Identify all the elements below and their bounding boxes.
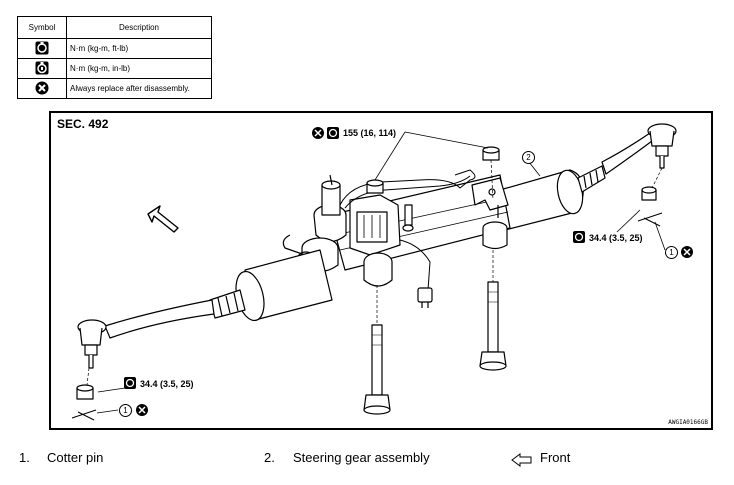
replace-x-icon — [35, 81, 49, 94]
footer-item-2-number: 2. — [264, 450, 275, 465]
legend-description-cell: Always replace after disassembly. — [66, 78, 212, 99]
footer-item-1-number: 1. — [19, 450, 30, 465]
front-arrow-icon — [147, 205, 179, 233]
section-label: SEC. 492 — [57, 117, 109, 131]
torque-label-top: 155 (16, 114) — [343, 128, 397, 138]
footer-item-2-label: Steering gear assembly — [293, 450, 430, 465]
torque-wrench-ft-lb-icon — [35, 41, 49, 54]
symbol-legend-table: Symbol Description N·m (kg-m, ft-lb) N·m… — [17, 16, 212, 99]
legend-row: N·m (kg-m, in-lb) — [17, 58, 212, 79]
art-code: AWGIA0166GB — [668, 419, 708, 426]
callout-2: 2 — [522, 151, 535, 164]
footer-front-label: Front — [540, 450, 571, 465]
callout-1-left: 1 — [119, 404, 132, 417]
torque-label-right: 34.4 (3.5, 25) — [589, 233, 643, 243]
torque-wrench-in-lb-icon — [35, 61, 49, 74]
torque-label-left: 34.4 (3.5, 25) — [140, 379, 194, 389]
torque-wrench-icon — [573, 231, 585, 243]
legend-symbol-cell — [17, 38, 67, 59]
front-arrow-icon — [511, 453, 532, 467]
torque-wrench-icon — [124, 377, 136, 389]
callout-1-right: 1 — [665, 246, 678, 259]
replace-x-icon — [312, 127, 324, 139]
torque-wrench-icon — [327, 127, 339, 139]
legend-symbol-cell — [17, 78, 67, 99]
legend-symbol-cell — [17, 58, 67, 79]
replace-x-icon — [136, 404, 148, 416]
figure-frame — [49, 111, 713, 430]
replace-x-icon — [681, 246, 693, 258]
footer-item-1-label: Cotter pin — [47, 450, 104, 465]
legend-row: Always replace after disassembly. — [17, 78, 212, 99]
